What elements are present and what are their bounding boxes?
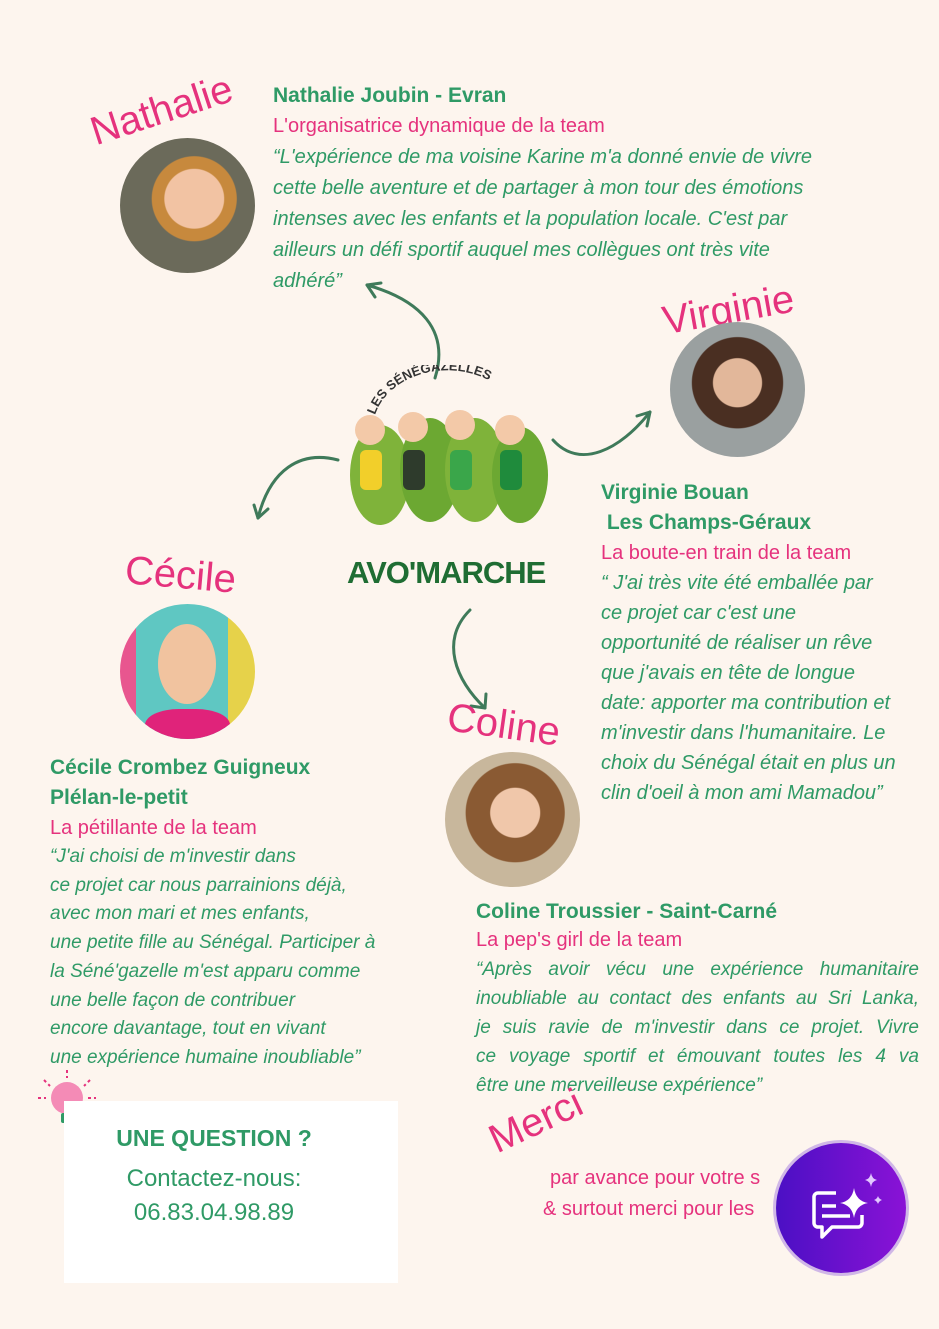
coline-photo (445, 752, 580, 887)
cecile-photo (120, 604, 255, 739)
quote-line: une belle façon de contribuer (50, 989, 296, 1011)
contact-phone[interactable]: 06.83.04.98.89 (133, 1199, 295, 1226)
quote-line: une petite fille au Sénégal. Participer … (50, 932, 376, 954)
quote-line: ce projet car c'est une (601, 602, 797, 624)
coline-role: La pep's girl de la team (476, 929, 683, 951)
chat-sparkle-icon (812, 1173, 882, 1239)
quote-line: “L'expérience de ma voisine Karine m'a d… (273, 146, 813, 168)
quote-line: ailleurs un défi sportif auquel mes coll… (273, 239, 770, 261)
quote-line: je suis ravie de m'investir dans ce proj… (476, 1017, 919, 1038)
quote-line: “J'ai choisi de m'investir dans (50, 846, 296, 867)
virginie-bio: Virginie Bouan Les Champs-Géraux La bout… (601, 478, 896, 808)
contact-box: UNE QUESTION ? Contactez-nous: 06.83.04.… (64, 1101, 398, 1283)
quote-line: clin d'oeil à mon ami Mamadou” (601, 782, 883, 804)
cecile-role: La pétillante de la team (50, 817, 257, 839)
quote-line: adhéré” (273, 270, 342, 292)
merci-line: par avance pour votre s (550, 1167, 761, 1189)
quote-line: “Après avoir vécu une expérience humanit… (476, 959, 919, 980)
quote-line: inoubliable au contact des enfants au Sr… (476, 988, 919, 1009)
quote-line: cette belle aventure et de partager à mo… (273, 177, 804, 199)
cecile-name: Cécile Crombez Guigneux (50, 756, 311, 779)
cecile-location: Plélan-le-petit (50, 786, 188, 809)
virginie-role: La boute-en train de la team (601, 542, 852, 564)
contact-label: Contactez-nous: (126, 1165, 302, 1192)
quote-line: opportunité de réaliser un rêve (601, 632, 873, 654)
arrow-to-nathalie (365, 283, 441, 380)
nathalie-photo (120, 138, 255, 273)
coline-bio: Coline Troussier - Saint-Carné La pep's … (476, 897, 919, 1100)
merci-text: par avance pour votre s & surtout merci … (543, 1163, 760, 1225)
nathalie-bio: Nathalie Joubin - Evran L'organisatrice … (273, 80, 812, 297)
quote-line: la Séné'gazelle m'est apparu comme (50, 960, 361, 982)
logo-graphic: LES SÉNÉGAZELLES (350, 358, 548, 525)
quote-line: que j'avais en tête de longue (601, 662, 856, 684)
coline-name: Coline Troussier - Saint-Carné (476, 900, 778, 923)
nathalie-name: Nathalie Joubin - Evran (273, 84, 507, 107)
arrow-to-cecile (256, 455, 340, 520)
quote-line: ce projet car nous parrainions déjà, (50, 874, 347, 896)
svg-text:LES SÉNÉGAZELLES: LES SÉNÉGAZELLES (364, 365, 495, 416)
logo-name: AVO'MARCHE (347, 555, 546, 590)
contact-title: UNE QUESTION ? (116, 1125, 312, 1151)
quote-line: ce voyage sportif et émouvant toutes les… (476, 1046, 919, 1067)
quote-line: date: apporter ma contribution et (601, 692, 891, 714)
virginie-location: Les Champs-Géraux (601, 511, 812, 534)
virginie-photo (670, 322, 805, 457)
quote-line: intenses avec les enfants et la populati… (273, 208, 788, 230)
quote-line: être une merveilleuse expérience” (476, 1075, 763, 1096)
cecile-bio: Cécile Crombez Guigneux Plélan-le-petit … (50, 753, 375, 1073)
nathalie-role: L'organisatrice dynamique de la team (273, 115, 605, 137)
arrow-to-coline (452, 608, 487, 710)
quote-line: avec mon mari et mes enfants, (50, 903, 310, 925)
arrow-to-virginie (551, 410, 652, 457)
quote-line: encore davantage, tout en vivant (50, 1018, 326, 1040)
quote-line: choix du Sénégal était en plus un (601, 752, 896, 774)
quote-line: “ J'ai très vite été emballée par (601, 572, 873, 594)
cecile-script-title: Cécile (123, 548, 238, 602)
avomarche-logo: LES SÉNÉGAZELLES AVO'MARCHE (335, 358, 560, 595)
merci-line: & surtout merci pour les (543, 1198, 755, 1220)
quote-line: une expérience humaine inoubliable” (50, 1046, 361, 1068)
quote-line: m'investir dans l'humanitaire. Le (601, 722, 886, 744)
virginie-name: Virginie Bouan (601, 481, 749, 504)
ai-chat-button[interactable] (776, 1143, 906, 1273)
